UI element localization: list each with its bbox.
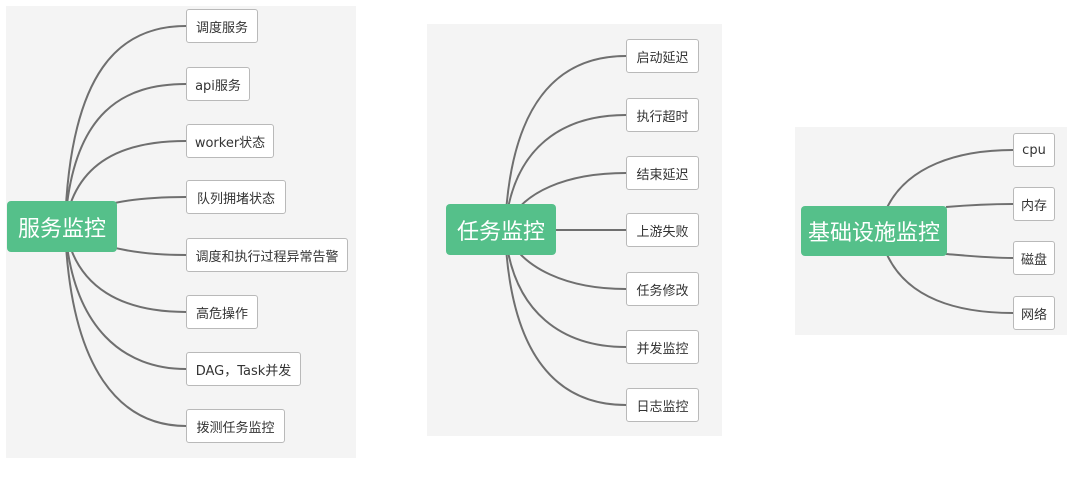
child-node[interactable]: 队列拥堵状态 (186, 180, 286, 214)
root-node-infrastructure-monitoring[interactable]: 基础设施监控 (801, 206, 947, 256)
root-node-task-monitoring[interactable]: 任务监控 (446, 204, 556, 255)
child-node[interactable]: 日志监控 (626, 388, 699, 422)
root-node-service-monitoring[interactable]: 服务监控 (7, 201, 117, 252)
child-node[interactable]: 调度和执行过程异常告警 (186, 238, 348, 272)
child-node[interactable]: worker状态 (186, 124, 274, 158)
child-node[interactable]: 并发监控 (626, 330, 699, 364)
child-node[interactable]: 网络 (1013, 296, 1055, 330)
child-node[interactable]: 执行超时 (626, 98, 699, 132)
child-node[interactable]: cpu (1013, 133, 1055, 167)
child-node[interactable]: 启动延迟 (626, 39, 699, 73)
child-node[interactable]: 调度服务 (186, 9, 258, 43)
child-node[interactable]: 高危操作 (186, 295, 258, 329)
child-node[interactable]: 结束延迟 (626, 156, 699, 190)
child-node[interactable]: 磁盘 (1013, 241, 1055, 275)
child-node[interactable]: api服务 (186, 67, 250, 101)
child-node[interactable]: 拨测任务监控 (186, 409, 285, 443)
child-node[interactable]: DAG，Task并发 (186, 352, 301, 386)
child-node[interactable]: 任务修改 (626, 272, 699, 306)
child-node[interactable]: 内存 (1013, 187, 1055, 221)
child-node[interactable]: 上游失败 (626, 213, 699, 247)
